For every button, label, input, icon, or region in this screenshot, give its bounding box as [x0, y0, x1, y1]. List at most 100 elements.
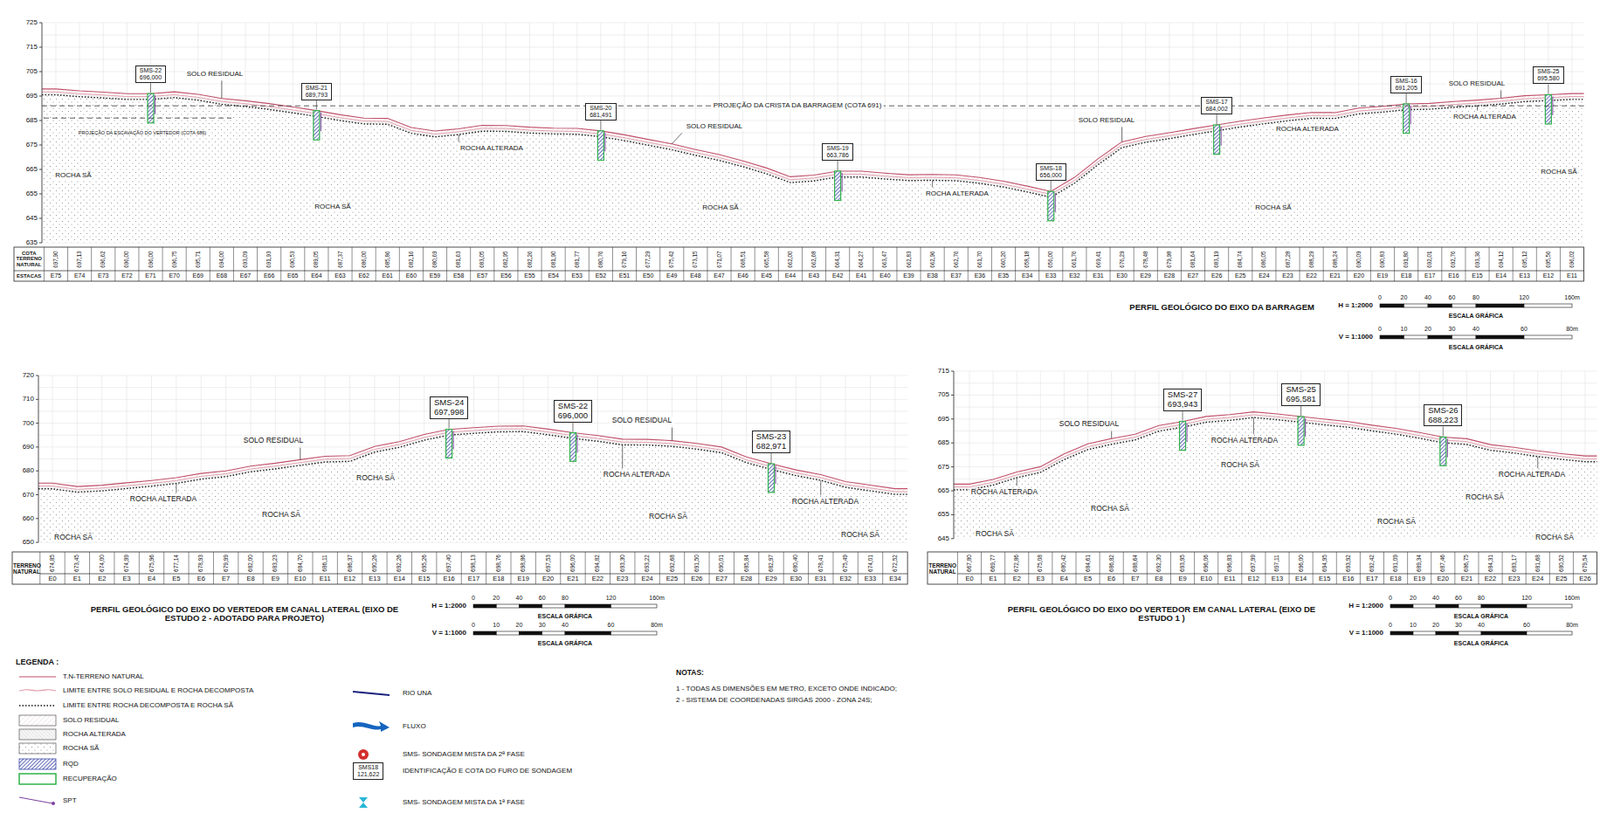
scale-number: 10	[1409, 621, 1417, 629]
legend-text: FLUXO	[402, 723, 427, 732]
scale-caption: ESCALA GRÁFICA	[1454, 640, 1509, 648]
table-rule	[386, 551, 388, 585]
legend-sample	[352, 721, 390, 732]
scale-bar	[565, 631, 612, 635]
leader-line	[1537, 456, 1538, 469]
scale-bar	[1458, 604, 1482, 608]
tag-leader	[316, 100, 318, 111]
terrain-elevation: 664,31	[834, 250, 842, 268]
residual-soil	[41, 89, 1585, 195]
geology-label: SOLO RESIDUAL	[241, 436, 306, 445]
station-label: E9	[1178, 575, 1187, 583]
terrain-elevation: 663,47	[882, 250, 889, 268]
station-label: E13	[1271, 575, 1283, 583]
table-rule	[1336, 551, 1338, 585]
scale-ratio: H = 1:2000	[1337, 302, 1373, 311]
station-label: E44	[785, 272, 796, 280]
table-rule	[375, 247, 377, 282]
tag-leader	[600, 120, 601, 131]
station-label: E49	[666, 272, 677, 280]
table-rule	[1146, 551, 1148, 585]
scale-number: 10	[1400, 325, 1408, 333]
station-label: E30	[790, 575, 802, 583]
terrain-elevation: 674,01	[867, 554, 874, 573]
station-label: E20	[1437, 575, 1449, 583]
leader-line	[299, 448, 301, 461]
scale-bar	[496, 631, 519, 635]
axis-tick	[951, 466, 954, 468]
station-label: E72	[121, 272, 132, 280]
station-label: E13	[1519, 272, 1531, 280]
borehole-log	[1213, 124, 1221, 155]
table-rule	[1275, 247, 1276, 282]
scale-number: 20	[516, 621, 524, 629]
table-rule	[1323, 247, 1325, 282]
station-label: E28	[740, 575, 752, 583]
data-table	[13, 247, 1585, 282]
weathered-rock	[953, 414, 1598, 490]
table-rule	[559, 551, 561, 585]
table-header: COTA TERRENO NATURAL	[14, 250, 43, 269]
table-rule	[435, 551, 437, 585]
station-label: E17	[1365, 575, 1378, 583]
table-rule	[778, 247, 780, 282]
borehole-id: 689,793	[305, 91, 328, 99]
table-rule	[1004, 551, 1006, 585]
terrain-elevation: 694,12	[1497, 250, 1504, 268]
station-label: E16	[442, 575, 455, 583]
spt-line	[1055, 193, 1056, 213]
legend-text: RECUPERAÇÃO	[62, 775, 118, 784]
terrain-elevation: 680,76	[597, 250, 604, 268]
terrain-elevation: 688,24	[1331, 250, 1338, 268]
table-rule	[944, 247, 945, 282]
axis-tick	[35, 446, 39, 448]
table-rule	[1393, 247, 1395, 282]
table-rule	[1359, 551, 1361, 585]
borehole-id: 695,581	[1285, 394, 1316, 405]
station-label: E58	[453, 272, 464, 280]
table-rule	[1133, 247, 1135, 282]
table-rule	[609, 551, 611, 585]
legend-sample	[19, 705, 56, 707]
table-rule	[510, 551, 512, 585]
table-rule	[1110, 247, 1111, 282]
scale-bar	[1481, 631, 1527, 635]
grid-line	[38, 375, 908, 377]
tag-leader	[1547, 83, 1549, 94]
terrain-elevation: 687,46	[1440, 554, 1447, 573]
station-label: E29	[765, 575, 777, 583]
elevation-tick: 650	[22, 538, 35, 547]
table-rule	[659, 551, 661, 585]
station-label: E39	[903, 272, 914, 280]
station-label: E17	[1424, 272, 1435, 280]
borehole-log	[313, 110, 320, 141]
borehole-id: SMS18	[357, 764, 380, 772]
terrain-elevation: 696,75	[171, 250, 178, 268]
geology-label: ROCHA ALTERADA	[1209, 436, 1280, 445]
borehole-id: 663,786	[826, 151, 849, 159]
geology-label: ROCHA SÃ	[1219, 461, 1262, 469]
scale-number: 0	[1378, 325, 1382, 333]
table-rule	[1441, 247, 1442, 282]
scale-number: 40	[516, 594, 524, 602]
station-label: E10	[294, 575, 306, 583]
table-rule	[1430, 551, 1432, 585]
station-label: E61	[382, 272, 394, 280]
scale-number: 80	[1477, 594, 1485, 602]
spt-line	[576, 434, 578, 454]
scale-number: 20	[1400, 294, 1408, 302]
table-rule	[114, 247, 116, 282]
station-label: E2	[1013, 575, 1021, 583]
station-label: E16	[1448, 272, 1459, 280]
table-rule	[612, 247, 614, 282]
station-label: E2	[97, 575, 106, 583]
legend-text: SMS- SONDAGEM MISTA DA 1ª FASE	[402, 799, 525, 807]
terrain-elevation: 681,64	[1190, 250, 1197, 268]
borehole-id: 693,943	[1167, 400, 1198, 410]
terrain-elevation: 696,62	[100, 250, 107, 268]
scale-bar	[1524, 303, 1573, 308]
terrain-elevation: 665,58	[763, 250, 770, 268]
table-rule	[327, 247, 329, 282]
geology-label: ROCHA SÃ	[839, 531, 882, 539]
scale-bar	[1404, 303, 1429, 308]
